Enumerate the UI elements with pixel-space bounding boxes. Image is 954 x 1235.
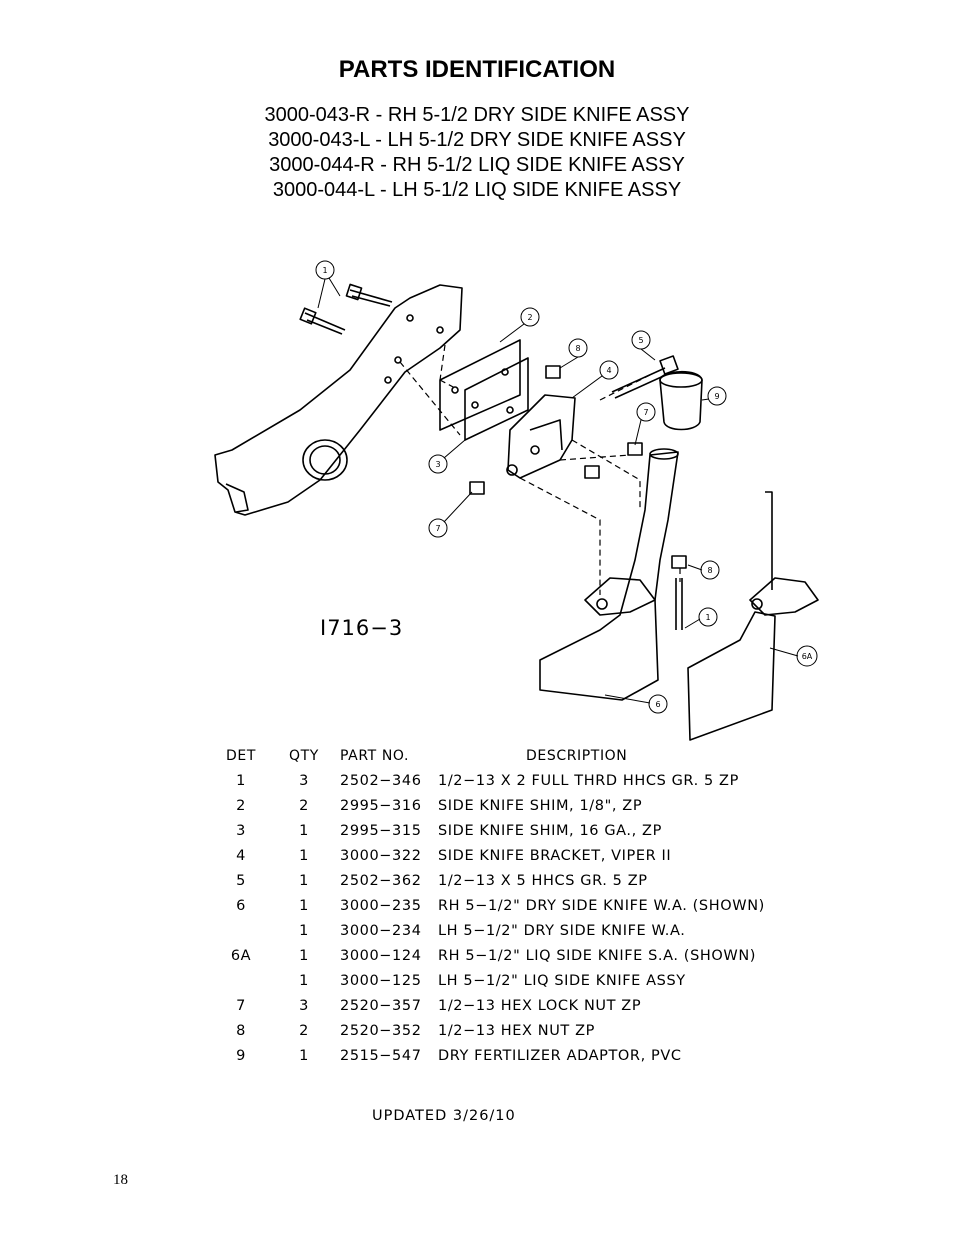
bolt (675, 578, 683, 630)
bolt (349, 289, 393, 307)
bolt (611, 367, 669, 399)
callout-label: 4 (606, 366, 611, 375)
cell-det: 4 (236, 848, 246, 864)
shim-3 (464, 357, 529, 441)
cell-part: 3000−234 (340, 923, 422, 939)
cell-desc: LH 5−1/2" LIQ SIDE KNIFE ASSY (438, 973, 686, 989)
cell-det: 6 (236, 898, 246, 914)
cell-det: 2 (236, 798, 246, 814)
cell-part: 2995−316 (340, 798, 422, 814)
assembly-line: 3000-043-R - RH 5-1/2 DRY SIDE KNIFE ASS… (264, 104, 690, 126)
cell-det: 3 (236, 823, 246, 839)
cell-part: 3000−322 (340, 848, 422, 864)
cell-part: 2520−357 (340, 998, 422, 1014)
cell-det: 1 (236, 773, 246, 789)
knife-bracket (507, 394, 576, 479)
cell-qty: 1 (299, 1048, 309, 1064)
assembly-list: 3000-043-R - RH 5-1/2 DRY SIDE KNIFE ASS… (0, 103, 954, 203)
cell-det: 6A (230, 948, 252, 964)
assembly-line: 3000-043-L - LH 5-1/2 DRY SIDE KNIFE ASS… (268, 129, 686, 151)
header-det: DET (226, 748, 256, 764)
cell-desc: 1/2−13 X 2 FULL THRD HHCS GR. 5 ZP (438, 773, 739, 789)
callout-label: 3 (435, 460, 440, 469)
callout-label: 5 (638, 336, 643, 345)
liq-side-knife (765, 491, 773, 590)
header-part: PART NO. (340, 748, 410, 764)
cell-desc: DRY FERTILIZER ADAPTOR, PVC (438, 1048, 682, 1064)
cell-part: 3000−235 (340, 898, 422, 914)
cell-qty: 1 (299, 848, 309, 864)
bolt (304, 312, 346, 335)
shank-frame (214, 284, 463, 516)
cell-det: 5 (236, 873, 246, 889)
assembly-line: 3000-044-L - LH 5-1/2 LIQ SIDE KNIFE ASS… (272, 179, 682, 201)
cell-qty: 1 (299, 898, 309, 914)
hex-lock-nut (469, 481, 485, 495)
cell-part: 3000−124 (340, 948, 422, 964)
cell-qty: 1 (299, 823, 309, 839)
assembly-line: 3000-044-R - RH 5-1/2 LIQ SIDE KNIFE ASS… (269, 154, 685, 176)
callout-label: 7 (435, 524, 440, 533)
updated-date: UPDATED 3/26/10 (372, 1108, 516, 1124)
dry-side-knife (539, 451, 679, 701)
cell-part: 2502−362 (340, 873, 422, 889)
shim-2 (439, 339, 521, 431)
cell-desc: 1/2−13 HEX NUT ZP (438, 1023, 595, 1039)
cell-part: 2502−346 (340, 773, 422, 789)
cell-qty: 1 (299, 923, 309, 939)
callout-label: 2 (527, 313, 532, 322)
exploded-parts-drawing: 1 2 8 5 4 9 7 3 7 8 1 6A 6 (214, 260, 819, 741)
cell-part: 3000−125 (340, 973, 422, 989)
cell-qty: 3 (299, 998, 309, 1014)
cell-qty: 1 (299, 948, 309, 964)
cell-desc: RH 5−1/2" LIQ SIDE KNIFE S.A. (SHOWN) (438, 948, 757, 964)
header-desc: DESCRIPTION (526, 748, 628, 764)
header-qty: QTY (289, 748, 319, 764)
hex-nut (671, 555, 687, 569)
callout-label: 8 (707, 566, 712, 575)
cell-det: 7 (236, 998, 246, 1014)
drawing-number: I716−3 (320, 616, 404, 640)
cell-part: 2520−352 (340, 1023, 422, 1039)
callout-label: 8 (575, 344, 580, 353)
shank-hub (302, 439, 348, 481)
cell-det: 9 (236, 1048, 246, 1064)
cell-det: 8 (236, 1023, 246, 1039)
callout-label: 6A (802, 652, 813, 661)
cell-desc: SIDE KNIFE BRACKET, VIPER II (438, 848, 672, 864)
cell-qty: 2 (299, 798, 309, 814)
cell-desc: SIDE KNIFE SHIM, 1/8", ZP (438, 798, 643, 814)
hex-nut (545, 365, 561, 379)
callout-label: 7 (643, 408, 648, 417)
page-title: PARTS IDENTIFICATION (338, 56, 616, 83)
cell-desc: 1/2−13 HEX LOCK NUT ZP (438, 998, 642, 1014)
cell-qty: 1 (299, 873, 309, 889)
cell-qty: 3 (299, 773, 309, 789)
cell-part: 2515−547 (340, 1048, 422, 1064)
cell-desc: 1/2−13 X 5 HHCS GR. 5 ZP (438, 873, 648, 889)
cell-qty: 1 (299, 973, 309, 989)
hex-lock-nut (584, 465, 600, 479)
cell-qty: 2 (299, 1023, 309, 1039)
callout-label: 1 (322, 266, 327, 275)
callout-label: 6 (655, 700, 660, 709)
page-number: 18 (113, 1172, 128, 1188)
cell-desc: LH 5−1/2" DRY SIDE KNIFE W.A. (438, 923, 686, 939)
cell-part: 2995−315 (340, 823, 422, 839)
cell-desc: SIDE KNIFE SHIM, 16 GA., ZP (438, 823, 662, 839)
fertilizer-adaptor (659, 370, 703, 431)
cell-desc: RH 5−1/2" DRY SIDE KNIFE W.A. (SHOWN) (438, 898, 765, 914)
callout-label: 1 (705, 613, 710, 622)
callout-label: 9 (714, 392, 719, 401)
